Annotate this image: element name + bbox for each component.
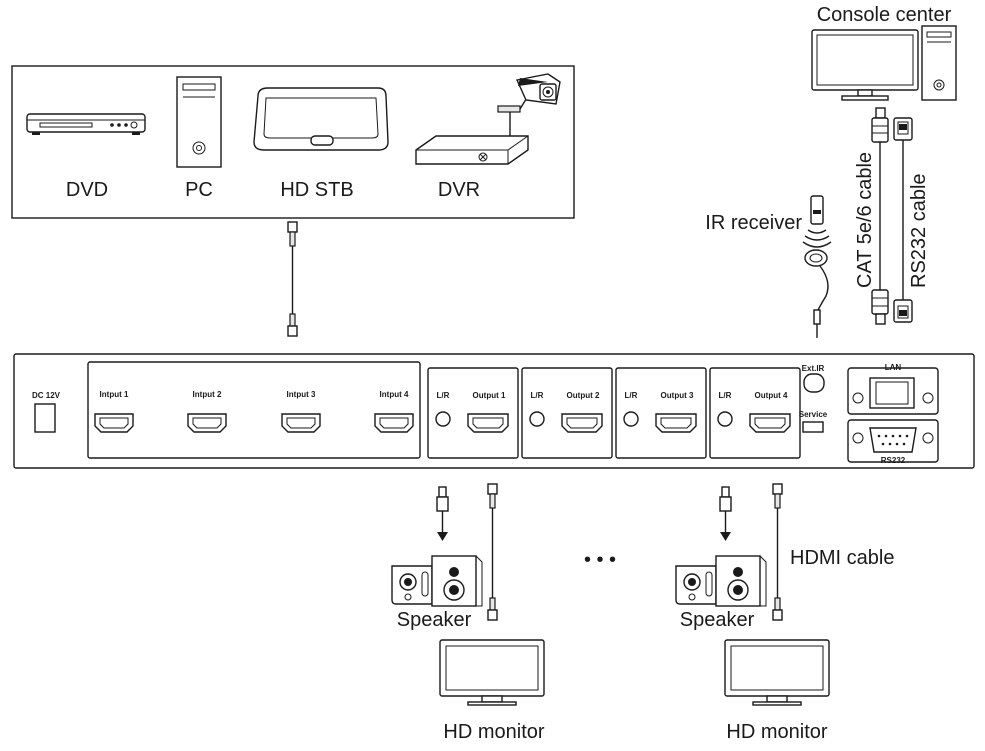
hd-monitor-label-1: HD monitor [443, 721, 544, 743]
hd-stb-label: HD STB [280, 179, 353, 201]
audio-cable-1 [436, 486, 449, 541]
source-hdmi-cable [287, 221, 298, 337]
ir-receiver-label: IR receiver [705, 212, 802, 234]
cat-cable [871, 107, 889, 325]
svg-text:Output 4: Output 4 [755, 391, 788, 400]
hd-monitor-label-2: HD monitor [726, 721, 827, 743]
svg-text:L/R: L/R [625, 391, 638, 400]
dc-12v-label: DC 12V [32, 391, 61, 400]
hdmi-cable-1 [487, 483, 498, 621]
svg-text:L/R: L/R [719, 391, 732, 400]
rs232-port: RS232 [847, 419, 939, 465]
pc-tower-icon [176, 76, 222, 168]
rs232-cable [893, 117, 913, 323]
security-camera-icon [497, 73, 561, 136]
output-group-4: L/R Output 4 [709, 367, 801, 459]
matrix-device: DC 12V Intput 1 Intput 2 Intput 3 Intput… [13, 353, 975, 469]
hd-monitor-icon-2 [724, 639, 830, 706]
svg-text:Intput 4: Intput 4 [380, 390, 409, 399]
speaker-label-1: Speaker [397, 609, 472, 631]
ext-ir-port [803, 373, 825, 393]
dc-power-port [34, 403, 56, 433]
input-port-2: Intput 2 [187, 390, 227, 433]
speaker-label-2: Speaker [680, 609, 755, 631]
audio-cable-2 [719, 486, 732, 541]
console-pc-tower-icon [921, 25, 957, 101]
dvr-recorder-icon [415, 135, 529, 165]
dvd-label: DVD [66, 179, 108, 201]
speaker-icon-2 [675, 555, 767, 607]
dvr-label: DVR [438, 179, 480, 201]
cat-cable-label: CAT 5e/6 cable [854, 152, 876, 288]
input-port-1: Intput 1 [94, 390, 134, 433]
source-devices-panel: DVD PC HD STB [11, 65, 575, 219]
console-center-label: Console center [817, 4, 952, 26]
svg-text:Intput 1: Intput 1 [100, 390, 129, 399]
service-port [802, 421, 824, 433]
svg-text:Intput 2: Intput 2 [193, 390, 222, 399]
more-outputs-ellipsis: • • • [584, 549, 616, 571]
pc-label: PC [185, 179, 213, 201]
svg-text:RS232: RS232 [881, 456, 906, 465]
svg-text:Output 2: Output 2 [567, 391, 600, 400]
rs232-cable-label: RS232 cable [908, 173, 930, 288]
svg-text:Output 3: Output 3 [661, 391, 694, 400]
input-panel [87, 361, 421, 459]
service-label: Service [799, 410, 828, 419]
input-port-3: Intput 3 [281, 390, 321, 433]
lr-label: L/R [437, 391, 450, 400]
speaker-icon-1 [391, 555, 483, 607]
hd-stb-icon [253, 87, 389, 151]
output-group-3: L/R Output 3 [615, 367, 707, 459]
output-group-2: L/R Output 2 [521, 367, 613, 459]
hd-monitor-icon-1 [439, 639, 545, 706]
input-port-4: Intput 4 [374, 390, 414, 433]
dvd-player-icon [26, 113, 146, 135]
svg-text:L/R: L/R [531, 391, 544, 400]
console-monitor-icon [811, 29, 919, 101]
hdmi-cable-2 [772, 483, 783, 621]
ir-receiver-icon [802, 195, 832, 338]
svg-text:Output 1: Output 1 [473, 391, 506, 400]
lan-port: LAN [847, 363, 939, 415]
hdmi-cable-label: HDMI cable [790, 547, 894, 569]
svg-text:LAN: LAN [885, 363, 902, 372]
ext-ir-label: Ext.IR [802, 364, 825, 373]
svg-text:Intput 3: Intput 3 [287, 390, 316, 399]
output-group-1: L/R Output 1 [427, 367, 519, 459]
